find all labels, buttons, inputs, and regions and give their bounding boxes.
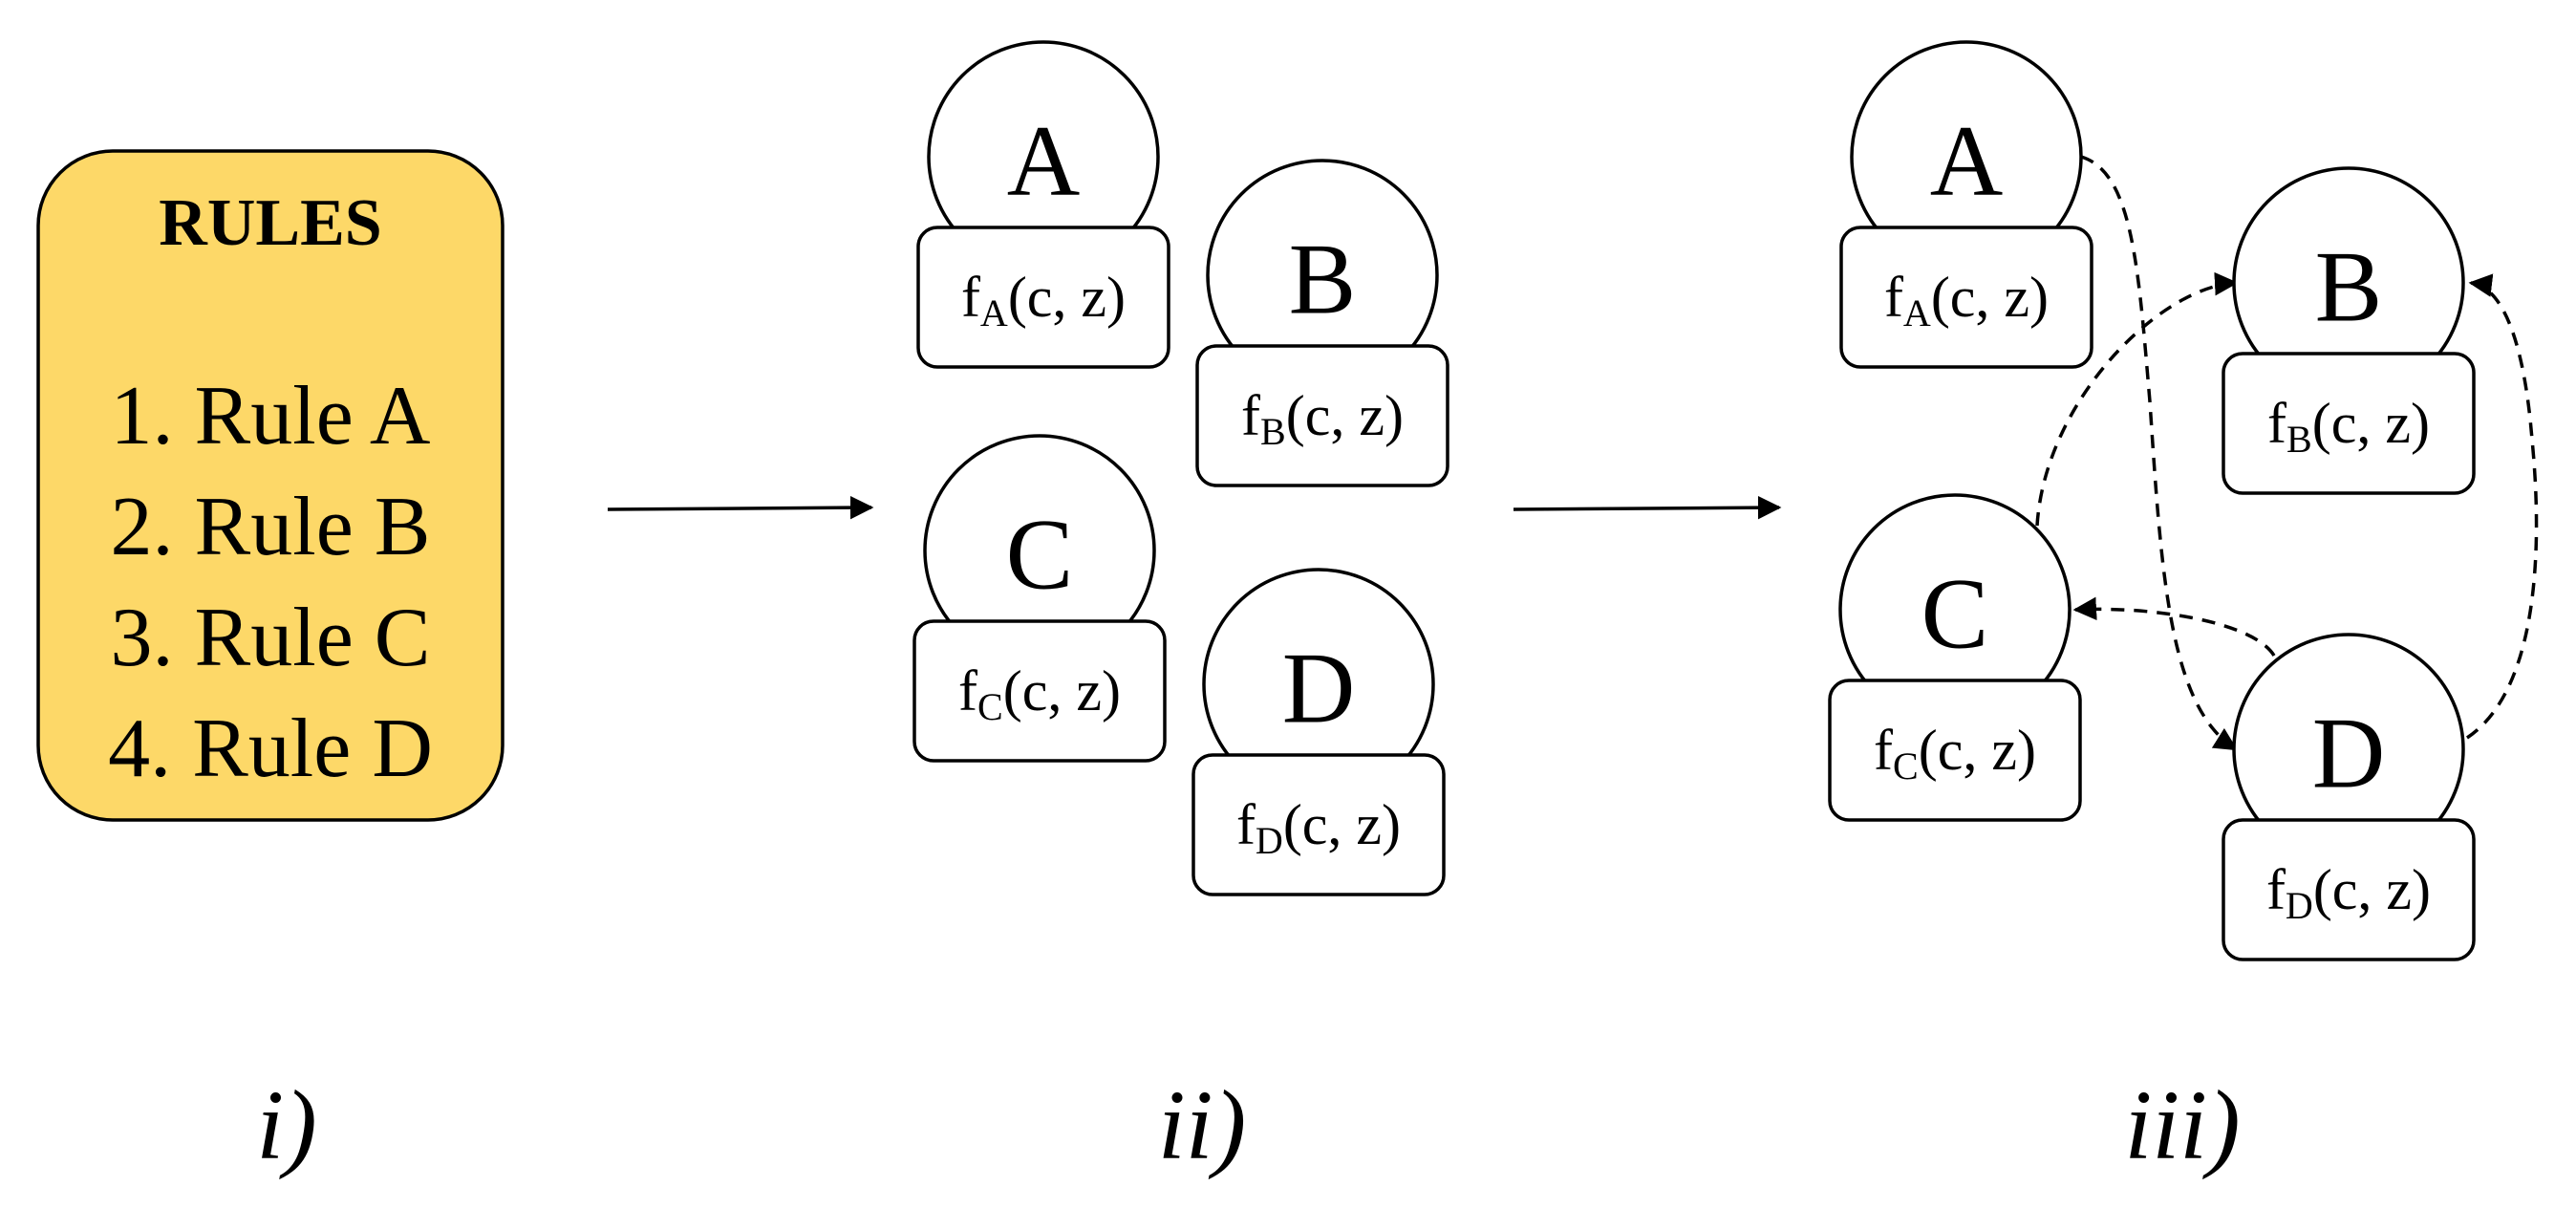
node-letter: A [1930,105,2004,217]
function-args: (c, z) [1919,719,2036,782]
panel-label-iii: iii) [2124,1070,2240,1180]
function-label: fA(c, z) [1884,266,2049,334]
function-subscript: A [1903,291,1931,334]
rules-item: 2. Rule B [111,481,431,573]
panel-iii-node-a: AfA(c, z) [1839,40,2093,369]
function-label: fA(c, z) [961,266,1126,334]
function-args: (c, z) [1008,266,1126,329]
panel-iii-node-c: CfC(c, z) [1828,493,2082,822]
function-label: fD(c, z) [1236,793,1401,862]
function-subscript: D [1256,819,1283,862]
panel-ii-node-c: CfC(c, z) [912,434,1167,763]
function-label: fC(c, z) [1874,719,2036,787]
function-box [1828,679,2082,822]
function-args: (c, z) [1286,384,1404,447]
function-args: (c, z) [1931,266,2049,329]
function-box [2222,818,2476,961]
node-letter: D [2312,698,2386,809]
function-prefix: f [1241,384,1260,447]
rules-title: RULES [159,186,381,260]
function-box [1195,344,1449,487]
panel-label-ii: ii) [1158,1070,1246,1180]
function-prefix: f [958,659,977,723]
panel-iii-node-b: BfB(c, z) [2222,166,2476,495]
function-prefix: f [1236,793,1256,856]
flow-arrow-ii-to-iii [1513,495,1782,520]
edge-d-to-b [2466,273,2539,740]
function-args: (c, z) [2312,392,2430,455]
function-subscript: B [2286,418,2312,461]
node-letter: C [1921,558,1989,670]
function-args: (c, z) [1283,793,1401,856]
function-prefix: f [1884,266,1903,329]
function-box [912,619,1167,763]
function-subscript: A [980,291,1008,334]
function-label: fD(c, z) [2266,858,2431,927]
flow-arrow-i-to-ii [607,495,874,520]
function-box [2222,352,2476,495]
panel-iii-node-d: DfD(c, z) [2222,633,2476,961]
node-letter: B [1289,224,1357,335]
panel-ii-node-b: BfB(c, z) [1195,159,1449,487]
function-label: fB(c, z) [2267,392,2430,461]
node-letter: C [1006,499,1074,611]
function-prefix: f [2267,392,2286,455]
edge-c-to-b [2035,271,2239,527]
node-letter: A [1007,105,1081,217]
rules-item: 3. Rule C [111,592,431,684]
rules-panel: RULES 1. Rule A 2. Rule B 3. Rule C 4. R… [36,149,504,822]
edge-d-to-c [2072,596,2276,657]
panel-iii-nodes: AfA(c, z)BfB(c, z)CfC(c, z)DfD(c, z) [1828,40,2476,961]
node-letter: B [2315,231,2383,343]
function-subscript: B [1260,410,1286,453]
function-prefix: f [961,266,980,329]
panel-ii-node-a: AfA(c, z) [916,40,1170,369]
function-prefix: f [1874,719,1893,782]
function-subscript: D [2286,884,2313,927]
panel-ii-node-d: DfD(c, z) [1191,568,1446,896]
function-args: (c, z) [1003,659,1121,723]
rules-box [36,149,504,822]
node-letter: D [1282,633,1356,744]
function-subscript: C [1893,744,1919,787]
function-box [1191,753,1446,896]
rules-item: 4. Rule D [108,702,433,795]
panel-label-i: i) [256,1070,317,1180]
function-subscript: C [977,685,1003,728]
panel-ii-nodes: AfA(c, z)BfB(c, z)CfC(c, z)DfD(c, z) [912,40,1449,896]
function-label: fC(c, z) [958,659,1121,728]
function-args: (c, z) [2313,858,2431,921]
rules-item: 1. Rule A [111,370,431,463]
function-box [1839,226,2093,369]
function-box [916,226,1170,369]
function-label: fB(c, z) [1241,384,1404,453]
edge-a-to-d [2080,155,2239,751]
panel-iii-edges [2035,155,2539,751]
function-prefix: f [2266,858,2286,921]
